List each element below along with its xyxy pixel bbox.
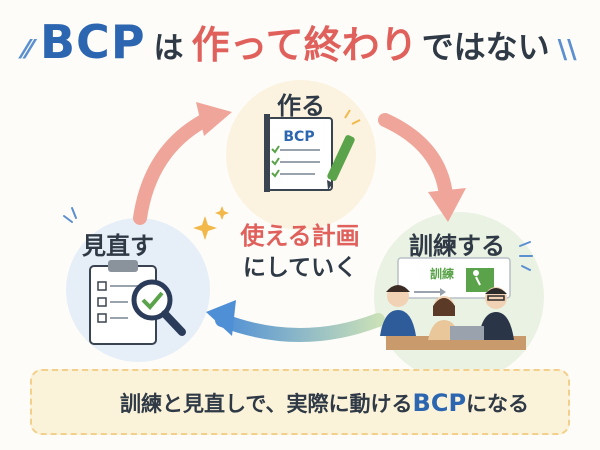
bottom-message-box	[30, 369, 570, 435]
node-create-label: 作る	[277, 92, 325, 120]
arrow-train-to-review	[206, 300, 385, 342]
node-train-label: 訓練する	[409, 232, 505, 260]
title-highlight: 作って終わり	[191, 23, 418, 67]
title-ha: は	[153, 31, 184, 66]
title-end: ではない	[421, 28, 550, 66]
training-board-label: 訓練	[430, 266, 454, 281]
center-text: にしていく	[242, 255, 358, 281]
training-board	[397, 257, 511, 299]
center-highlight: 使える計画	[240, 222, 360, 250]
arrow-create-to-train	[378, 113, 466, 222]
pen-icon	[327, 109, 361, 190]
arrow-review-to-create	[133, 102, 232, 225]
running-person-icon	[466, 268, 494, 292]
title-bcp: BCP	[40, 15, 146, 69]
sparkle-icon	[193, 206, 229, 240]
title-deco-right: \\	[557, 35, 577, 65]
document-bcp-label: BCP	[283, 129, 314, 145]
bottom-bcp: BCP	[412, 389, 467, 417]
bottom-prefix: 訓練と見直しで、実際に動ける	[120, 392, 413, 416]
deco-strokes	[63, 207, 533, 271]
magnifier-icon	[131, 279, 186, 336]
bottom-suffix: になる	[466, 392, 530, 416]
title-deco-left: ⁄⁄	[23, 35, 32, 65]
document-icon	[264, 114, 333, 192]
node-review-label: 見直す	[82, 232, 154, 260]
bottom-message: 訓練と見直しで、実際に動けるBCPになる	[120, 388, 560, 418]
people-illustration	[380, 285, 526, 350]
